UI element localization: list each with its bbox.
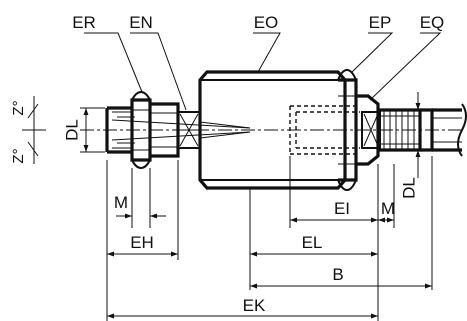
dim-el-text: EL <box>302 233 323 252</box>
dim-m-left-text: M <box>114 193 128 212</box>
left-tube <box>105 106 135 154</box>
dim-eh-text: EH <box>130 233 154 252</box>
label-eq: EQ <box>420 13 445 32</box>
label-er: ER <box>72 13 96 32</box>
dim-z-angle <box>22 96 46 164</box>
left-locknut <box>130 90 152 170</box>
dim-b-text: B <box>332 265 343 284</box>
dim-dl-left <box>80 107 105 153</box>
dim-ei-text: EI <box>334 199 350 218</box>
dim-dl-right-text: DL <box>399 177 418 199</box>
label-eo: EO <box>254 13 279 32</box>
dim-ek-text: EK <box>243 296 266 315</box>
dim-dl-left-text: DL <box>62 119 81 141</box>
dim-dl-right <box>410 92 426 178</box>
main-body <box>111 70 347 190</box>
right-seal <box>356 94 381 166</box>
dim-z-top-text: Z° <box>10 100 27 115</box>
internal-bore <box>289 105 360 155</box>
leader-lines <box>84 32 442 111</box>
dim-m-right-text: M <box>381 199 395 218</box>
left-seal <box>177 111 201 149</box>
label-ep: EP <box>369 13 392 32</box>
dim-z-bottom-text: Z° <box>10 148 27 163</box>
right-locknut <box>337 68 358 192</box>
label-en: EN <box>129 13 153 32</box>
extension-lines <box>106 156 433 321</box>
right-thread <box>378 108 422 152</box>
